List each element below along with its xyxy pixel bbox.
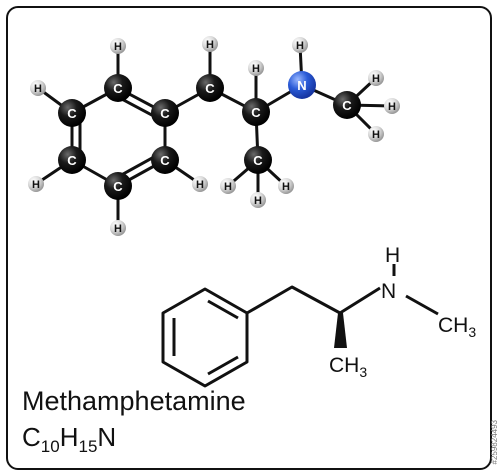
carbon-sphere: [151, 146, 179, 174]
double-bond: [120, 97, 154, 117]
hydrogen-atom: H: [368, 126, 384, 142]
carbon-label: C: [205, 81, 215, 96]
hydrogen-atom: H: [202, 36, 218, 52]
carbon-label: C: [113, 81, 123, 96]
hydrogen-label: H: [224, 181, 232, 193]
skeletal-n: N: [381, 280, 396, 303]
molecule-name: Methamphetamine: [22, 386, 246, 416]
skeletal-nh-h: H: [385, 244, 400, 267]
hydrogen-atom: H: [384, 98, 400, 114]
carbon-sphere: [104, 74, 132, 102]
hydrogen-label: H: [206, 39, 214, 51]
carbon-atom: C: [104, 74, 132, 102]
hydrogen-sphere: [384, 98, 400, 114]
carbon-atom: C: [58, 99, 86, 127]
hydrogen-label: H: [196, 179, 204, 191]
carbon-atom: C: [196, 74, 224, 102]
carbon-label: C: [113, 179, 123, 194]
carbon-sphere: [333, 91, 361, 119]
carbon-atom: C: [104, 172, 132, 200]
carbon-sphere: [196, 74, 224, 102]
hydrogen-atom: H: [248, 60, 264, 76]
hydrogen-sphere: [28, 176, 44, 192]
stock-id: #259824493: [490, 420, 499, 465]
hydrogen-label: H: [254, 195, 262, 207]
skeletal-formula: [161, 264, 439, 388]
hydrogen-label: H: [388, 101, 396, 113]
benzene-ring: [161, 287, 249, 388]
carbon-label: C: [251, 105, 261, 120]
hydrogen-sphere: [292, 37, 308, 53]
carbon-atom: C: [151, 146, 179, 174]
nitrogen-sphere: [288, 71, 316, 99]
side-chain: [246, 285, 381, 315]
hydrogen-sphere: [248, 60, 264, 76]
carbon-sphere: [151, 99, 179, 127]
hydrogen-sphere: [110, 220, 126, 236]
skeletal-branch-methyl: CH3: [329, 354, 367, 380]
hydrogen-sphere: [278, 178, 294, 194]
ring-double-bond: [207, 355, 239, 376]
carbon-atom: C: [242, 98, 270, 126]
carbon-atom: C: [151, 99, 179, 127]
carbon-atom: C: [333, 91, 361, 119]
hydrogen-sphere: [368, 126, 384, 142]
hydrogen-atom: H: [250, 192, 266, 208]
molecular-formula: C10H15N: [22, 422, 117, 456]
ball-and-stick-bonds: [34, 42, 394, 230]
hydrogen-atom: H: [30, 80, 46, 96]
hydrogen-sphere: [220, 178, 236, 194]
hydrogen-atom: H: [278, 178, 294, 194]
hydrogen-atom: H: [28, 176, 44, 192]
diagram-frame: [6, 6, 492, 470]
carbon-sphere: [58, 146, 86, 174]
hydrogen-atom: H: [292, 37, 308, 53]
hydrogen-label: H: [32, 179, 40, 191]
hydrogen-sphere: [110, 38, 126, 54]
ball-and-stick-atoms: C C C C C C C C C N C H H H H H H H H H H H H H H: [28, 36, 400, 236]
carbon-atom: C: [244, 146, 272, 174]
hydrogen-label: H: [34, 83, 42, 95]
double-bond: [120, 156, 154, 177]
hydrogen-label: H: [372, 129, 380, 141]
carbon-label: C: [253, 153, 263, 168]
carbon-label: C: [160, 106, 170, 121]
hydrogen-label: H: [114, 41, 122, 53]
nitrogen-atom: N: [288, 71, 316, 99]
nitrogen-label: N: [297, 78, 306, 93]
carbon-label: C: [67, 153, 77, 168]
hydrogen-atom: H: [192, 176, 208, 192]
carbon-label: C: [67, 106, 77, 121]
hydrogen-sphere: [30, 80, 46, 96]
hydrogen-atom: H: [110, 38, 126, 54]
hydrogen-sphere: [250, 192, 266, 208]
hydrogen-label: H: [296, 40, 304, 52]
hydrogen-sphere: [202, 36, 218, 52]
hydrogen-label: H: [114, 223, 122, 235]
carbon-sphere: [58, 99, 86, 127]
carbon-sphere: [104, 172, 132, 200]
hydrogen-atom: H: [110, 220, 126, 236]
ring-double-bond: [207, 299, 239, 320]
wedge-bond: [334, 313, 347, 348]
carbon-sphere: [242, 98, 270, 126]
hydrogen-atom: H: [220, 178, 236, 194]
carbon-label: C: [160, 153, 170, 168]
hydrogen-sphere: [192, 176, 208, 192]
hydrogen-label: H: [372, 73, 380, 85]
skeletal-methyl: CH3: [438, 314, 476, 340]
carbon-atom: C: [58, 146, 86, 174]
carbon-sphere: [244, 146, 272, 174]
hydrogen-atom: H: [368, 70, 384, 86]
hydrogen-sphere: [368, 70, 384, 86]
n-methyl-bond: [405, 294, 439, 316]
hydrogen-label: H: [252, 63, 260, 75]
carbon-label: C: [342, 98, 352, 113]
hydrogen-label: H: [282, 181, 290, 193]
